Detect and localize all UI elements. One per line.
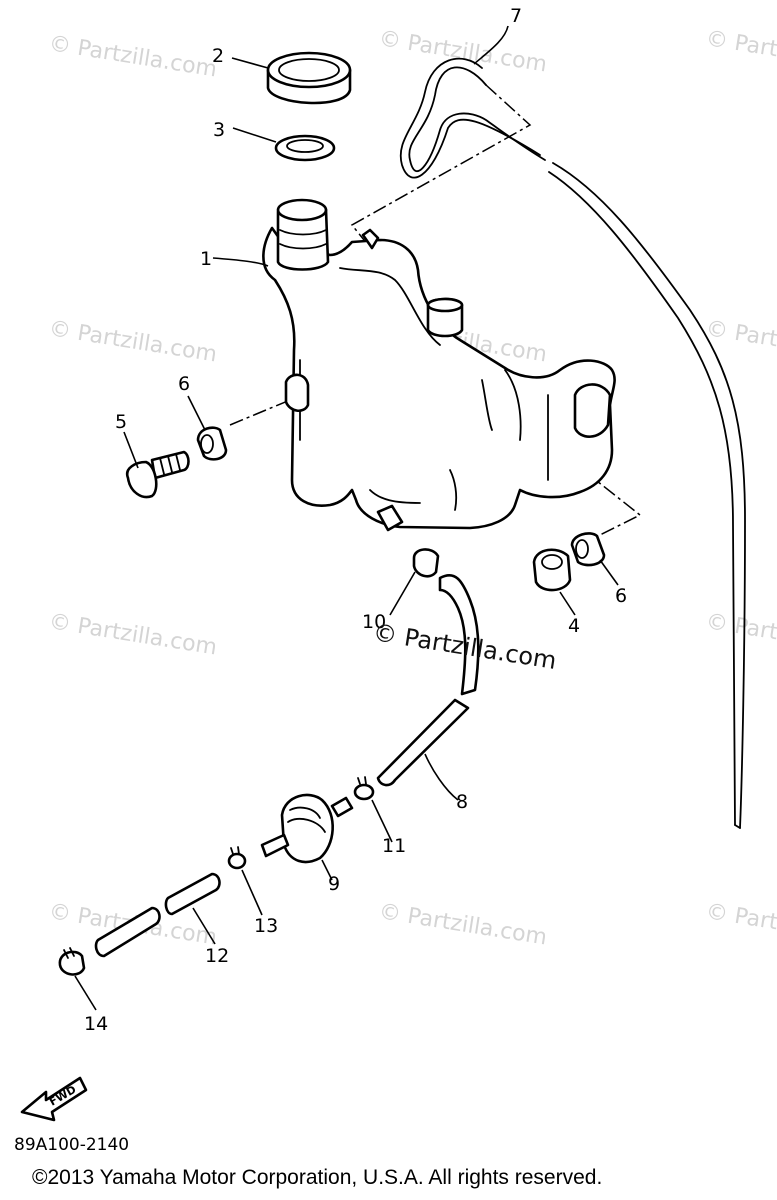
hose-clip-upper: [353, 776, 375, 801]
watermark: © Partzilla.com: [704, 899, 777, 950]
diagram-code: 89A100-2140: [14, 1135, 130, 1155]
callout-1: 1: [200, 248, 212, 270]
callout-8: 8: [456, 791, 468, 813]
watermark: © Partzilla.com: [377, 26, 549, 77]
watermark: © Partzilla.com: [47, 31, 219, 82]
callout-5: 5: [115, 411, 127, 433]
watermark: © Partzilla.com: [47, 316, 219, 367]
hose-clamp: [58, 947, 86, 976]
copyright-text: ©2013 Yamaha Motor Corporation, U.S.A. A…: [32, 1166, 603, 1189]
collar-right: [570, 532, 606, 567]
leader-lines: [74, 25, 619, 1011]
callout-12: 12: [205, 945, 229, 967]
callout-7: 7: [510, 5, 522, 27]
callout-9: 9: [328, 873, 340, 895]
callout-numbers: 7 2 3 1 6 5 10 4 6 8 11 9 13 12 14: [84, 5, 627, 1035]
watermark: © Partzilla.com: [704, 26, 777, 77]
callout-6-right: 6: [615, 585, 627, 607]
callout-3: 3: [213, 119, 225, 141]
fwd-arrow: FWD: [20, 1076, 88, 1122]
short-hose: [94, 872, 221, 958]
cap-gasket: [274, 134, 336, 162]
mounting-bolt: [125, 450, 190, 499]
callout-13: 13: [254, 915, 278, 937]
callout-2: 2: [212, 45, 224, 67]
breather-hose: [399, 57, 746, 829]
oil-tank: [262, 198, 616, 532]
callout-4: 4: [568, 615, 580, 637]
outlet-clip: [412, 548, 440, 578]
oil-filter: [260, 793, 354, 864]
watermark: © Partzilla.com: [47, 609, 219, 660]
callout-10: 10: [362, 611, 386, 633]
oil-hose: [376, 573, 480, 787]
tank-cap: [266, 51, 352, 105]
collar-left: [196, 426, 228, 461]
grommet-nut: [532, 548, 572, 592]
callout-6-left: 6: [178, 373, 190, 395]
hose-clip-lower: [227, 846, 247, 870]
callout-11: 11: [382, 835, 406, 857]
callout-14: 14: [84, 1013, 108, 1035]
watermark: © Partzilla.com: [377, 899, 549, 950]
watermark: © Partzilla.com: [704, 609, 777, 660]
watermark: © Partzilla.com: [704, 316, 777, 367]
